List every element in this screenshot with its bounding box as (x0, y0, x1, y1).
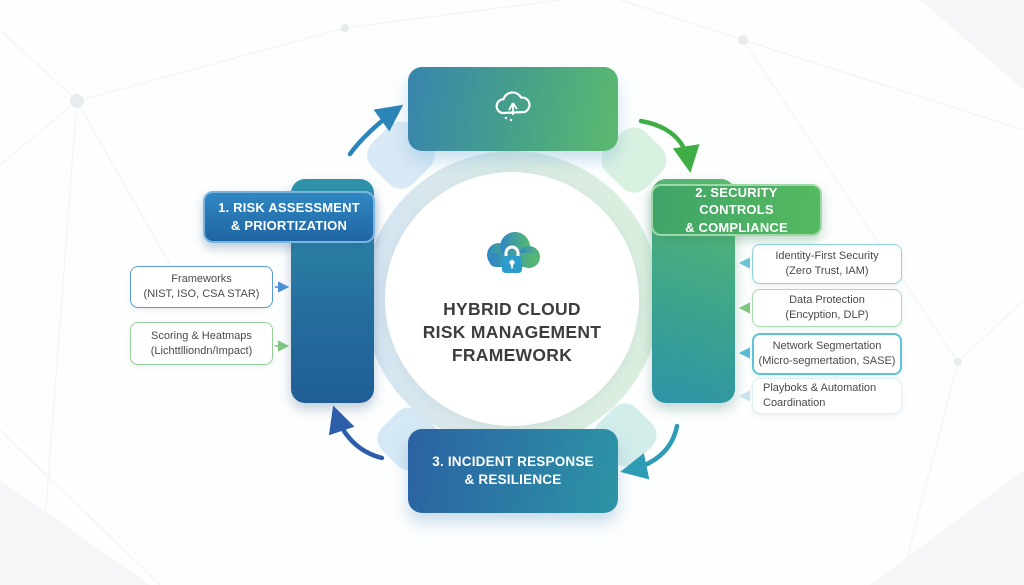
stage1-label-line2: & PRIORTIZATION (230, 218, 348, 233)
playbooks-automation-box: Playboks & Automation Coardination (752, 378, 902, 414)
identity-first-security-box: Identity-First Security (Zero Trust, IAM… (752, 244, 902, 284)
playbooks-box-line1: Playboks & Automation (763, 382, 877, 395)
scoring-heatmaps-box-line2: (Lichttlliondn/Impact) (150, 344, 253, 357)
identity-box-line1: Identity-First Security (775, 250, 879, 263)
center-hub: HYBRID CLOUD RISK MANAGEMENT FRAMEWORK (385, 172, 639, 426)
stage1-label-line1: 1. RISK ASSESSMENT (218, 200, 360, 216)
data-protection-box-line1: Data Protection (789, 294, 865, 307)
stage3-label-line1: 3. INCIDENT RESPONSE (432, 453, 594, 469)
arrow-stage3-to-stage1 (328, 405, 385, 461)
scoring-heatmaps-box: Scoring & Heatmaps (Lichttlliondn/Impact… (130, 322, 273, 365)
diagram-title-line3: FRAMEWORK (451, 344, 573, 365)
diagram-title-line2: RISK MANAGEMENT (422, 322, 602, 343)
cloud-icon (491, 89, 535, 130)
stage2-label-line2: & COMPLIANCE (685, 219, 788, 235)
data-protection-box-line2: (Encyption, DLP) (785, 309, 869, 321)
network-box-line1: Network Segmertation (772, 340, 882, 353)
network-box-line2: (Micro-segmertation, SASE) (758, 355, 896, 367)
diagram-title-line1: HYBRID CLOUD (443, 299, 581, 320)
cloud-lock-icon (481, 231, 543, 288)
scoring-heatmaps-box-line1: Scoring & Heatmaps (151, 329, 252, 342)
top-cloud-node (408, 67, 618, 151)
frameworks-box: Frameworks (NIST, ISO, CSA STAR) (130, 266, 273, 308)
identity-box-line2: (Zero Trust, IAM) (785, 265, 869, 277)
frameworks-box-line2: (NIST, ISO, CSA STAR) (143, 288, 260, 300)
network-segmentation-box: Network Segmertation (Micro-segmertation… (752, 333, 902, 375)
playbooks-box-line2: Coardination (763, 397, 826, 409)
data-protection-box: Data Protection (Encyption, DLP) (752, 289, 902, 327)
stage2-label-line1: 2. SECURITY CONTROLS (695, 184, 778, 218)
stage1-label: 1. RISK ASSESSMENT & PRIORTIZATION (203, 191, 375, 243)
stage2-label: 2. SECURITY CONTROLS & COMPLIANCE (651, 184, 822, 236)
frameworks-box-line1: Frameworks (171, 273, 232, 286)
stage3-label-line2: & RESILIENCE (464, 472, 562, 487)
stage3-node: 3. INCIDENT RESPONSE & RESILIENCE (408, 429, 618, 513)
diagram-title: HYBRID CLOUD RISK MANAGEMENT FRAMEWORK (423, 298, 602, 366)
